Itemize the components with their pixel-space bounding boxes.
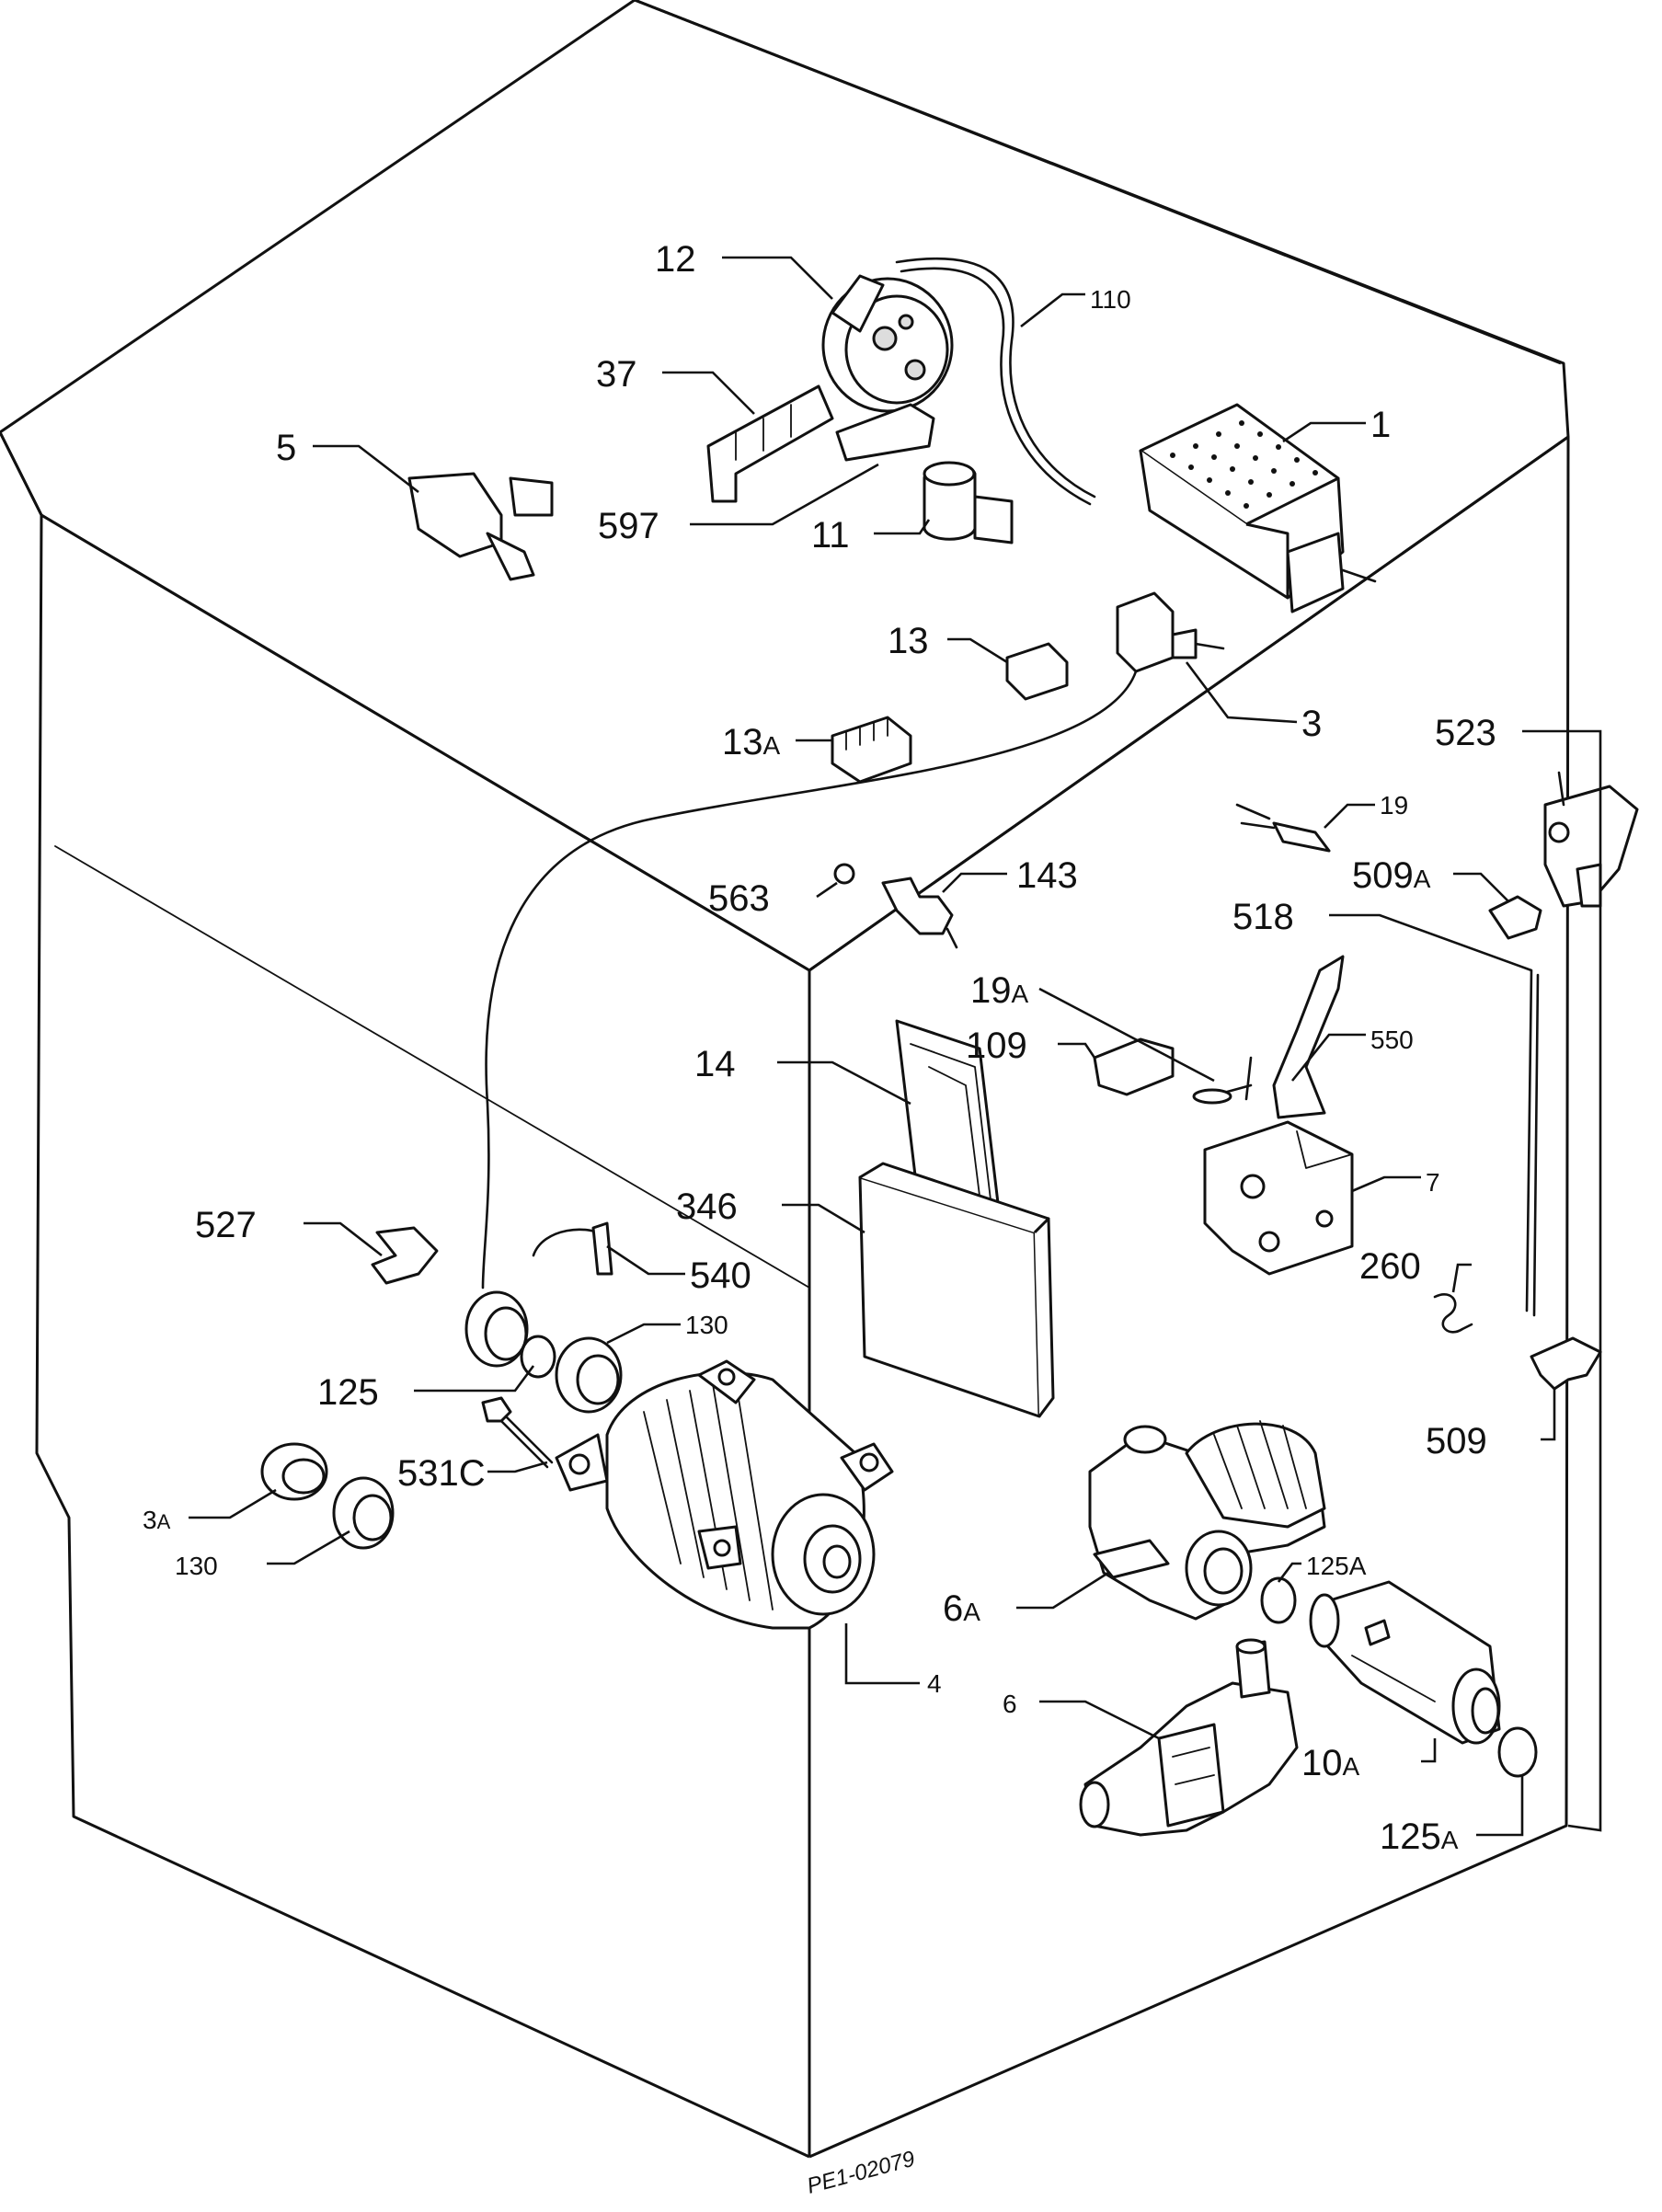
part-19-wire [1235, 803, 1331, 853]
part-563-screw [833, 863, 855, 885]
part-531C-bolt [481, 1396, 554, 1469]
callout-130-upper: 130 [685, 1311, 728, 1339]
part-grommet-cable [464, 1290, 529, 1368]
part-125A-ring-lower [1497, 1726, 1538, 1778]
callout-509A: 509A [1352, 855, 1431, 896]
part-13-connector [1005, 642, 1069, 701]
callout-13A: 13A [722, 722, 781, 762]
callout-4: 4 [927, 1669, 942, 1698]
part-12-pressure-switch [821, 274, 954, 413]
drawing-reference: PE1-02079 [805, 2147, 918, 2199]
part-540-clamp [532, 1221, 613, 1276]
part-11-capacitor [923, 461, 1014, 544]
callout-346: 346 [676, 1186, 738, 1227]
callout-550: 550 [1370, 1026, 1414, 1054]
part-346-dispenser [858, 1162, 1055, 1418]
callout-7: 7 [1426, 1168, 1440, 1197]
callout-125: 125 [317, 1372, 379, 1413]
part-130-grommet-upper [555, 1336, 623, 1414]
part-6-drain-pump [1079, 1638, 1299, 1837]
callout-10A: 10A [1301, 1743, 1360, 1783]
callout-19: 19 [1380, 791, 1408, 819]
callout-527: 527 [195, 1205, 257, 1245]
callout-597: 597 [598, 506, 659, 546]
callout-1: 1 [1370, 405, 1391, 445]
callout-509: 509 [1426, 1421, 1487, 1461]
callout-3A: 3A [143, 1506, 171, 1534]
callout-109: 109 [966, 1026, 1027, 1066]
part-7-door-lock [1203, 1120, 1354, 1276]
part-37-bracket [706, 384, 935, 503]
callout-260: 260 [1359, 1246, 1421, 1287]
callout-6: 6 [1003, 1690, 1017, 1718]
cabinet-left-side [35, 514, 810, 2159]
callout-110: 110 [1090, 285, 1131, 314]
callout-37: 37 [596, 354, 637, 395]
part-5-valve [407, 472, 554, 581]
part-4-motor [555, 1359, 894, 1630]
part-3-cable [481, 670, 1138, 1289]
part-260-spring [1433, 1293, 1473, 1334]
part-143-sensor [881, 877, 958, 949]
callout-563: 563 [708, 878, 770, 919]
part-3-switch [1116, 591, 1225, 673]
part-550-lever [1272, 955, 1345, 1119]
part-6A-pump [1088, 1420, 1326, 1621]
callout-143: 143 [1016, 855, 1078, 896]
part-130-grommet-lower [332, 1476, 395, 1550]
part-13A-connector [831, 716, 912, 784]
callout-540: 540 [690, 1255, 751, 1296]
callout-125A-lower: 125A [1380, 1817, 1459, 1857]
cabinet-outline [0, 0, 1570, 2159]
callout-125A-upper: 125A [1306, 1552, 1367, 1580]
part-518-rod [1525, 968, 1540, 1317]
callout-19A: 19A [970, 970, 1029, 1011]
callout-labels: 12 110 37 5 1 597 11 13 3 13A 523 19 509… [143, 239, 1496, 1857]
part-509A-bracket [1488, 895, 1542, 940]
callout-3: 3 [1301, 704, 1322, 744]
part-125A-ring-upper [1260, 1576, 1297, 1624]
callout-523: 523 [1435, 713, 1496, 753]
callout-518: 518 [1232, 897, 1294, 937]
callout-13: 13 [888, 621, 929, 661]
callout-6A: 6A [943, 1588, 980, 1629]
part-19A-wire [1192, 1056, 1253, 1105]
callout-11: 11 [811, 515, 850, 556]
callout-130-lower: 130 [175, 1552, 218, 1580]
part-109-cap [1093, 1037, 1175, 1096]
part-1-programmer [1139, 403, 1377, 613]
part-527-clip [371, 1226, 439, 1285]
part-10A-filter [1309, 1580, 1501, 1745]
part-125-ring [520, 1335, 556, 1379]
callout-5: 5 [276, 428, 296, 468]
part-3A-thermostat [260, 1442, 328, 1501]
callout-12: 12 [655, 239, 696, 280]
callout-14: 14 [694, 1044, 736, 1084]
part-110-hose [895, 258, 1096, 499]
part-523-latch [1543, 771, 1639, 908]
part-509-latch [1530, 1336, 1602, 1391]
callout-531C: 531C [397, 1453, 486, 1494]
leader-lines [189, 256, 1602, 1837]
cabinet-top [0, 0, 1570, 972]
